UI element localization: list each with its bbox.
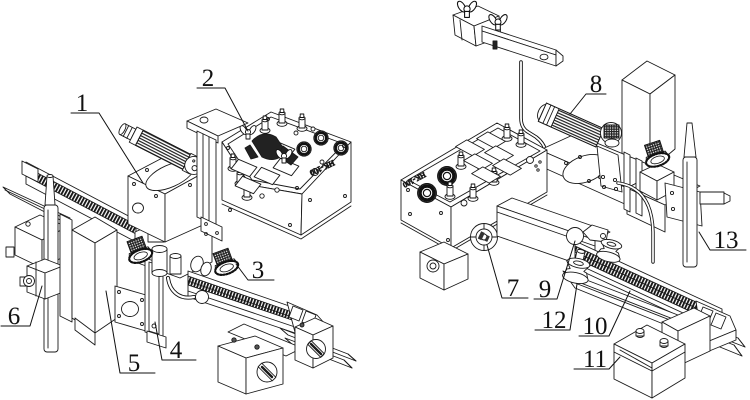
svg-text:2: 2 <box>202 65 215 92</box>
svg-text:3: 3 <box>252 257 265 284</box>
svg-text:9: 9 <box>539 276 552 303</box>
svg-text:4: 4 <box>170 337 183 364</box>
svg-text:13: 13 <box>714 227 739 254</box>
svg-text:1: 1 <box>76 90 89 117</box>
svg-text:7: 7 <box>507 275 520 302</box>
svg-text:11: 11 <box>583 346 607 373</box>
svg-text:6: 6 <box>8 303 21 330</box>
svg-text:8: 8 <box>590 71 603 98</box>
svg-text:5: 5 <box>128 350 141 377</box>
svg-text:10: 10 <box>583 313 608 340</box>
svg-text:12: 12 <box>542 307 567 334</box>
